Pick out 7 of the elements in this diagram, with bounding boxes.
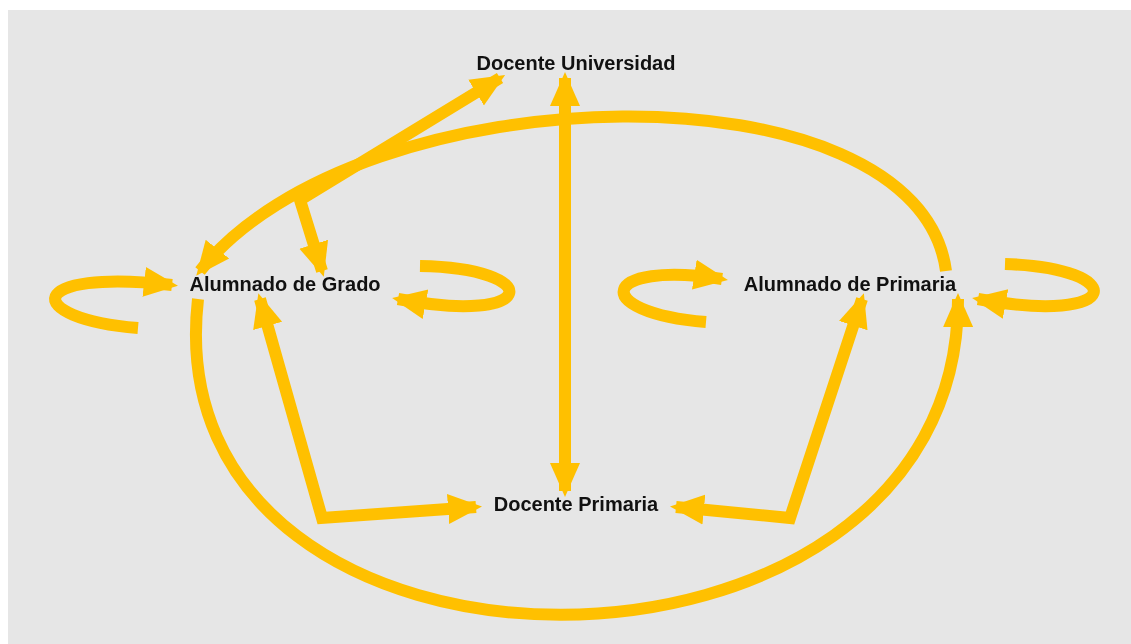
arrow [195,110,952,276]
node-label: Docente Universidad [460,50,692,78]
arrow [49,267,178,334]
node-label: Alumnado de Primaria [722,271,978,299]
node-label: Alumnado de Grado [172,271,398,299]
arrow [972,258,1100,318]
double-arrow [292,72,506,277]
